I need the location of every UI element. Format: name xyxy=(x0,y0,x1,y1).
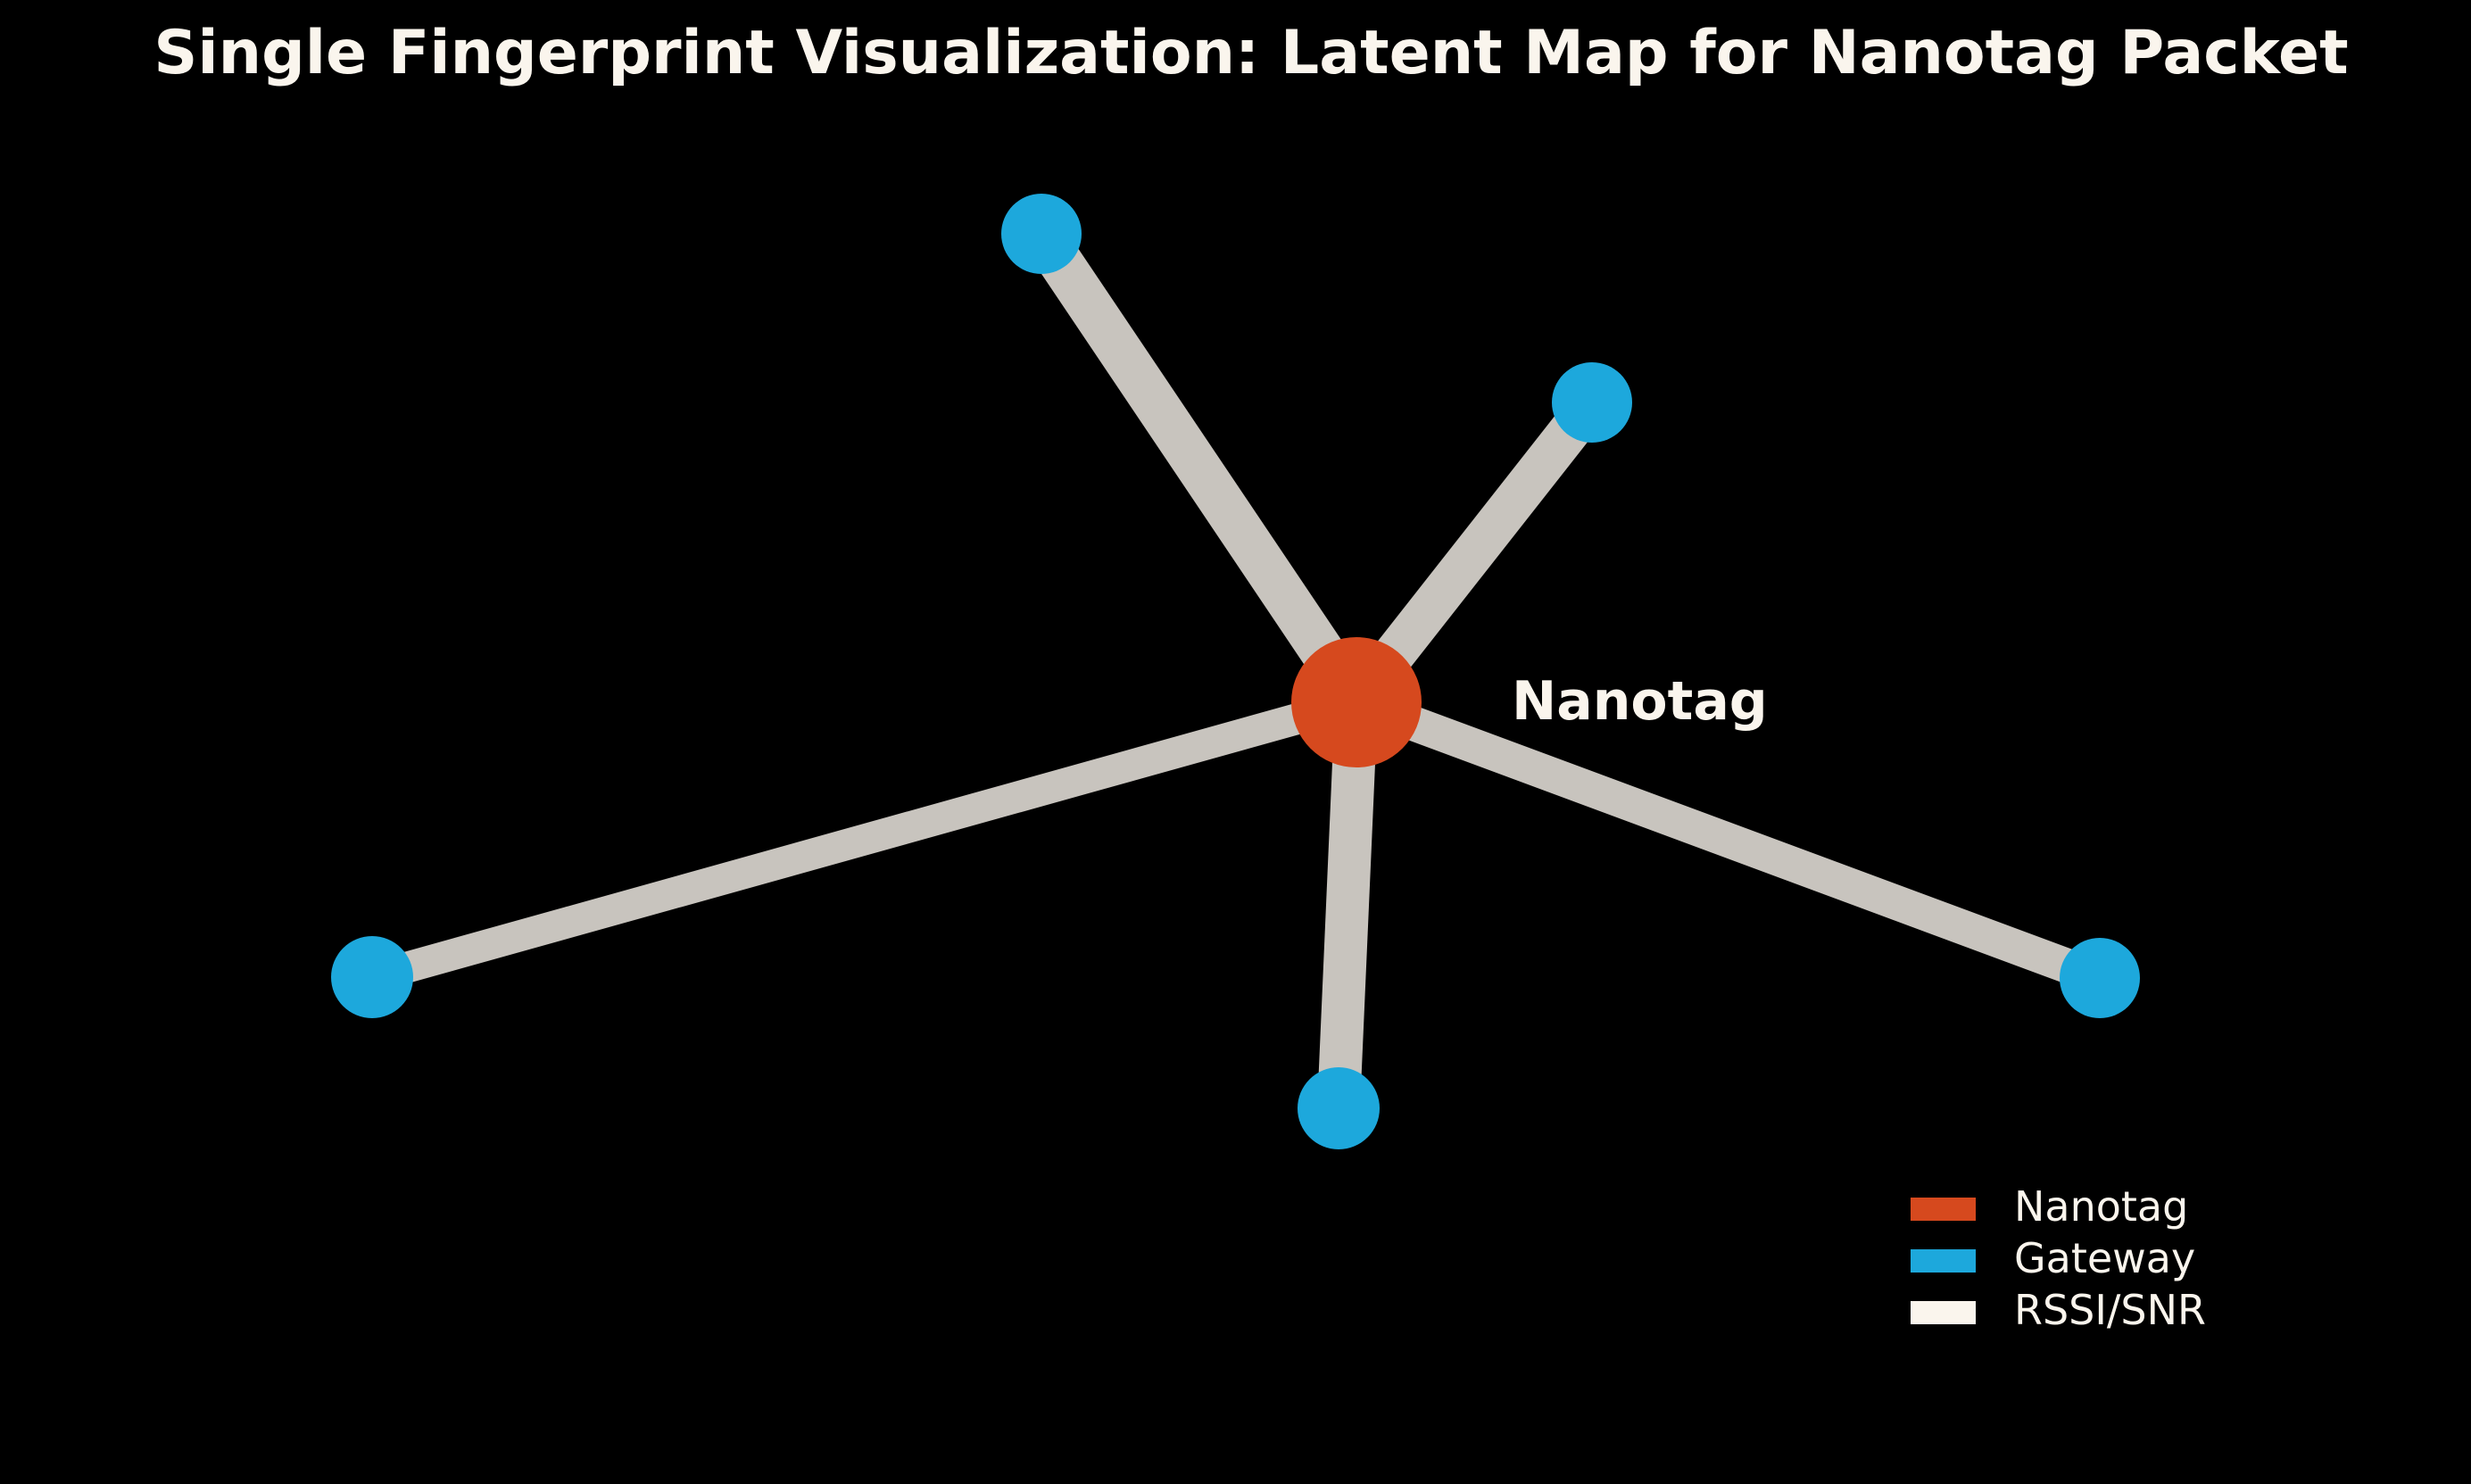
chart-title: Single Fingerprint Visualization: Latent… xyxy=(153,18,2348,88)
nanotag-node-nanotag xyxy=(1291,637,1422,767)
legend-label-rssi-snr: RSSI/SNR xyxy=(2014,1286,2206,1334)
gateway-node-gateway-2 xyxy=(1552,362,1632,443)
legend-swatch-nanotag xyxy=(1911,1198,1976,1221)
gateway-node-gateway-5 xyxy=(1298,1067,1380,1149)
gateway-node-gateway-4 xyxy=(2060,938,2140,1018)
edge-nanotag-gateway-4 xyxy=(1350,685,2106,995)
gateway-node-gateway-1 xyxy=(1001,194,1082,274)
legend-swatch-rssi-snr xyxy=(1911,1301,1976,1324)
nodes-layer xyxy=(331,194,2140,1149)
legend-label-nanotag: Nanotag xyxy=(2014,1182,2188,1231)
gateway-node-gateway-3 xyxy=(331,936,413,1018)
legend-swatch-gateway xyxy=(1911,1249,1976,1273)
legend-label-gateway: Gateway xyxy=(2014,1234,2195,1282)
edge-nanotag-gateway-3 xyxy=(368,687,1361,992)
nanotag-node-label: Nanotag xyxy=(1512,670,1768,733)
edge-nanotag-gateway-5 xyxy=(1317,701,1378,1110)
edge-nanotag-gateway-1 xyxy=(1023,221,1375,715)
